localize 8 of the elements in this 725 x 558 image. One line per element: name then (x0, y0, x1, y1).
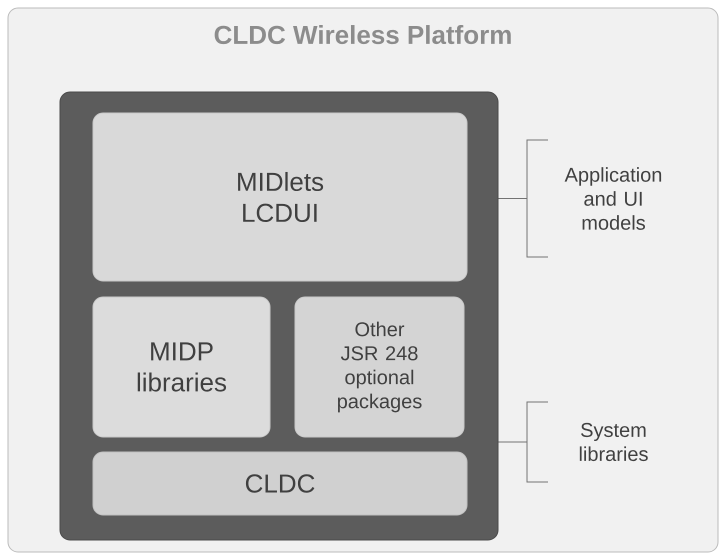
bracket-label: Application and UI models (526, 140, 662, 258)
layer-box: MIDP libraries (92, 296, 270, 438)
diagram-title: CLDC Wireless Platform (214, 25, 511, 44)
bracket-label: System libraries (526, 402, 648, 482)
layer-box: MIDlets LCDUI (92, 112, 468, 282)
layer-box: Other JSR 248 optional packages (294, 296, 464, 438)
layer-box: CLDC (92, 452, 468, 516)
connector-line (498, 198, 528, 199)
